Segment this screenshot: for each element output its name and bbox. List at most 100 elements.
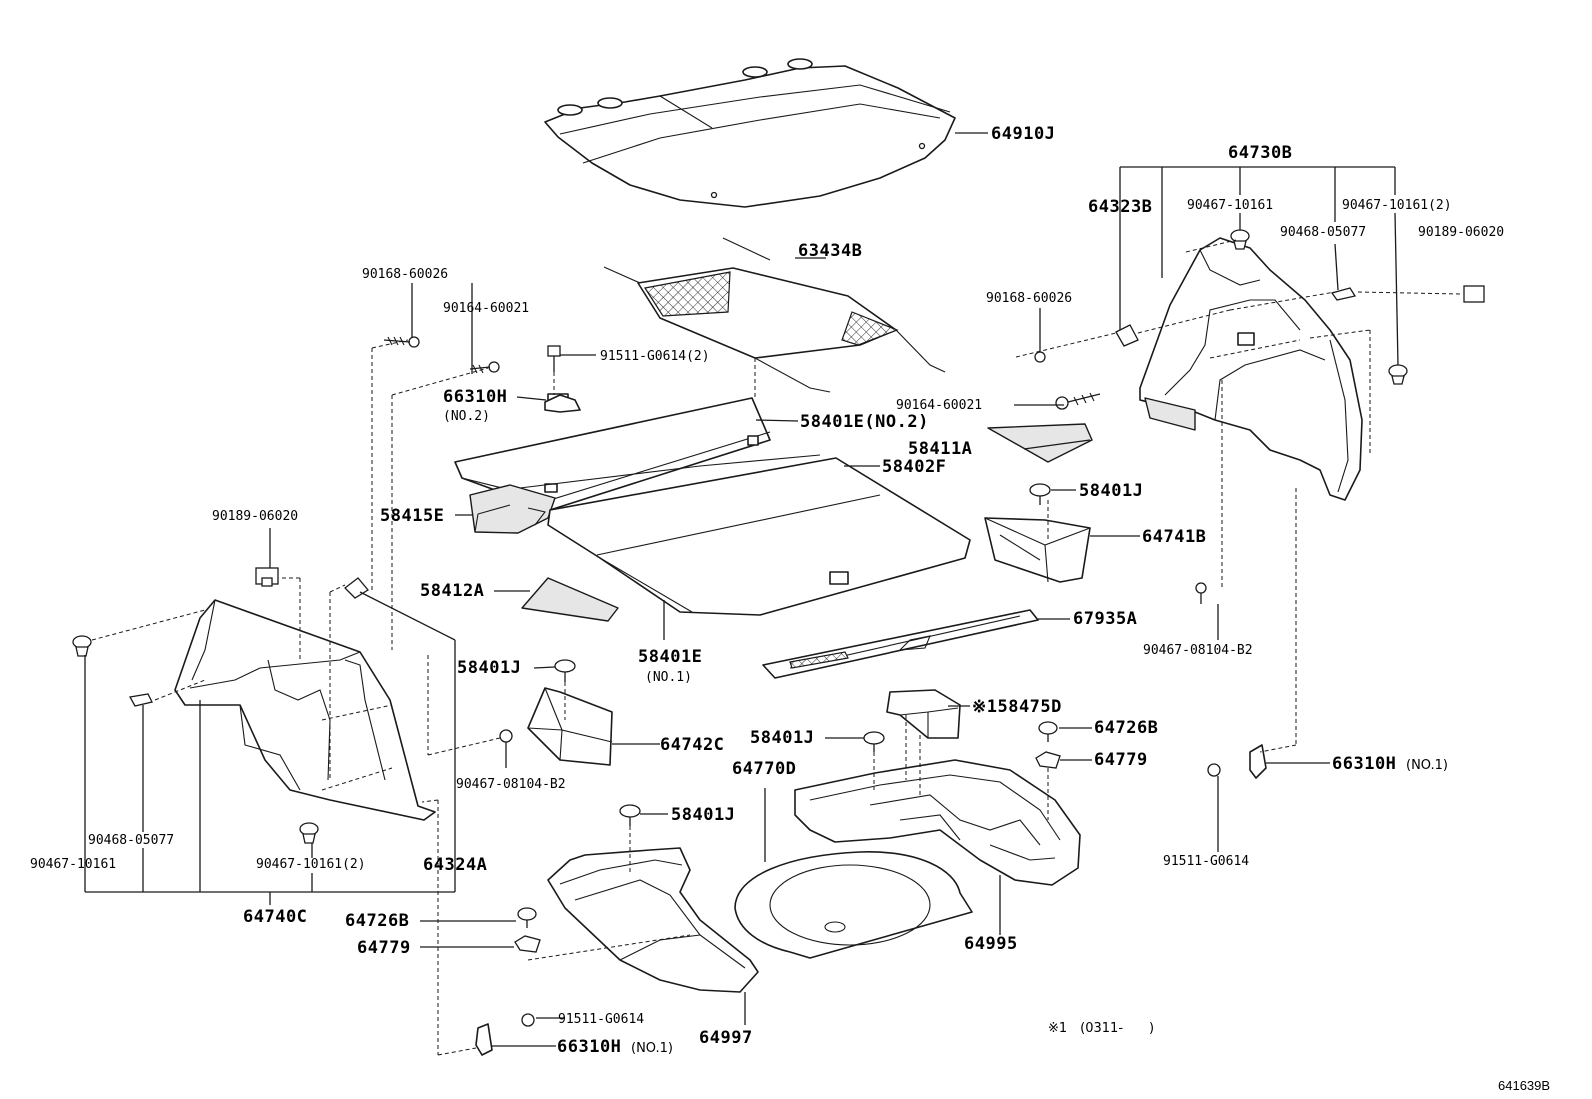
label-58475D: ※158475D bbox=[972, 697, 1062, 717]
label-58411A: 58411A bbox=[908, 439, 972, 459]
clip-90468-05077-left bbox=[128, 693, 153, 707]
label-64742C: 64742C bbox=[660, 735, 724, 755]
label-58415E: 58415E bbox=[380, 506, 444, 526]
label-67935A: 67935A bbox=[1073, 609, 1137, 629]
bolt-90164-60021-left bbox=[469, 361, 500, 374]
fasteners bbox=[72, 229, 1485, 1056]
label-58401J-center: 58401J bbox=[457, 658, 521, 678]
label-58401E-no1: 58401E bbox=[638, 647, 702, 667]
label-66310H-no1-right: 66310H bbox=[1332, 754, 1396, 774]
label-90468-05077-left: 90468-05077 bbox=[88, 833, 174, 848]
label-91511-G0614-bottom: 91511-G0614 bbox=[558, 1012, 644, 1027]
nut-64779-right bbox=[1035, 751, 1061, 769]
label-90467-08104-B2-right: 90467-08104-B2 bbox=[1143, 643, 1253, 658]
trim-58412A bbox=[521, 577, 619, 622]
label-58402F: 58402F bbox=[882, 457, 946, 477]
side-tray-64997 bbox=[547, 847, 759, 993]
clip-90467-10161-2-right bbox=[1388, 364, 1408, 385]
footnote: ※1 (0311- ) bbox=[1048, 1021, 1154, 1036]
label-90467-10161-2-right: 90467-10161(2) bbox=[1342, 198, 1452, 213]
side-trim-right bbox=[1139, 237, 1363, 501]
label-90168-60026-left: 90168-60026 bbox=[362, 267, 448, 282]
label-90164-60021-left: 90164-60021 bbox=[443, 301, 529, 316]
side-block-58415E bbox=[469, 484, 556, 534]
label-64324A: 64324A bbox=[423, 855, 487, 875]
clip-64726B-right bbox=[1038, 721, 1058, 742]
label-90164-60021-right: 90164-60021 bbox=[896, 398, 982, 413]
clip-90189-06020-left bbox=[255, 567, 279, 587]
label-58401J-upper: 58401J bbox=[1079, 481, 1143, 501]
bolt-90467-08104-B2-right bbox=[1195, 582, 1207, 604]
label-58401E-no1-suffix: (NO.1) bbox=[645, 670, 692, 685]
bolt-90168-60026-left bbox=[383, 336, 420, 348]
foam-block-58475D bbox=[886, 689, 961, 739]
nut-64779-left bbox=[514, 935, 541, 953]
label-64741B: 64741B bbox=[1142, 527, 1206, 547]
cargo-net bbox=[603, 237, 946, 393]
side-trim-left bbox=[174, 599, 436, 821]
box-64741B bbox=[984, 517, 1091, 583]
tray-insert-64995 bbox=[794, 759, 1081, 886]
label-90467-10161-left: 90467-10161 bbox=[30, 857, 116, 872]
clip-90467-10161-left bbox=[72, 635, 92, 657]
clip-66310H-no2 bbox=[544, 394, 581, 413]
label-64995: 64995 bbox=[964, 934, 1018, 954]
label-64770D: 64770D bbox=[732, 759, 796, 779]
label-64740C: 64740C bbox=[243, 907, 307, 927]
clip-58401J-lower bbox=[619, 804, 641, 826]
clip-64323B-right bbox=[1115, 324, 1139, 347]
label-64323B: 64323B bbox=[1088, 197, 1152, 217]
bolt-90164-60021-right bbox=[1055, 392, 1101, 410]
bolt-91511-G0614-bottom bbox=[521, 1013, 535, 1027]
clip-90189-06020-right bbox=[1463, 285, 1485, 303]
label-64779-right: 64779 bbox=[1094, 750, 1148, 770]
clip-90467-10161-2-left bbox=[299, 822, 319, 844]
label-66310H-no1-bottom-suffix: (NO.1) bbox=[631, 1041, 673, 1056]
clip-58401J-upper bbox=[1029, 483, 1051, 505]
label-66310H-no2-suffix: (NO.2) bbox=[443, 409, 490, 424]
clip-64726B-left bbox=[517, 907, 537, 928]
label-64730B: 64730B bbox=[1228, 143, 1292, 163]
clip-66310H-no1-bottom bbox=[475, 1023, 493, 1056]
label-66310H-no1-right-suffix: (NO.1) bbox=[1406, 758, 1448, 773]
assembly-lines bbox=[91, 239, 1461, 1056]
label-64726B-right: 64726B bbox=[1094, 718, 1158, 738]
label-63434B: 63434B bbox=[798, 241, 862, 261]
box-64742C bbox=[527, 687, 613, 766]
deck-board-no1 bbox=[519, 454, 971, 616]
clip-90467-10161-right bbox=[1230, 229, 1250, 250]
label-64910J: 64910J bbox=[991, 124, 1055, 144]
scuff-plate bbox=[762, 609, 1039, 679]
label-66310H-no2: 66310H bbox=[443, 387, 507, 407]
label-66310H-no1-bottom: 66310H bbox=[557, 1037, 621, 1057]
bolt-90168-60026-right bbox=[1034, 351, 1046, 363]
label-91511-G0614-2: 91511-G0614(2) bbox=[600, 349, 710, 364]
label-90189-06020-left: 90189-06020 bbox=[212, 509, 298, 524]
clip-58401J-right bbox=[863, 731, 885, 752]
clip-58401J-center bbox=[554, 659, 576, 682]
label-91511-G0614-right: 91511-G0614 bbox=[1163, 854, 1249, 869]
trim-58411A bbox=[987, 423, 1093, 463]
label-90189-06020-right: 90189-06020 bbox=[1418, 225, 1504, 240]
leader-lines bbox=[84, 132, 1399, 1047]
tonneau-cover bbox=[544, 58, 956, 208]
clip-66310H-no1-right bbox=[1249, 744, 1267, 779]
tire-well-64770D bbox=[734, 851, 973, 959]
clip-90468-05077-right bbox=[1330, 287, 1357, 301]
label-58401J-right: 58401J bbox=[750, 728, 814, 748]
label-90467-10161-right: 90467-10161 bbox=[1187, 198, 1273, 213]
part-labels: 64910J 64730B 64323B 90467-10161 90467-1… bbox=[30, 124, 1550, 1093]
label-64779-left: 64779 bbox=[357, 938, 411, 958]
label-58412A: 58412A bbox=[420, 581, 484, 601]
bolt-91511-G0614-right bbox=[1207, 763, 1221, 777]
label-90468-05077-right: 90468-05077 bbox=[1280, 225, 1366, 240]
label-64997: 64997 bbox=[699, 1028, 753, 1048]
label-64726B-left: 64726B bbox=[345, 911, 409, 931]
figure-reference: 641639B bbox=[1498, 1078, 1550, 1093]
bolt-90467-08104-B2-left bbox=[499, 729, 513, 743]
label-90467-08104-B2-left: 90467-08104-B2 bbox=[456, 777, 566, 792]
label-58401E-no2: 58401E(NO.2) bbox=[800, 412, 929, 432]
label-58401J-lower: 58401J bbox=[671, 805, 735, 825]
